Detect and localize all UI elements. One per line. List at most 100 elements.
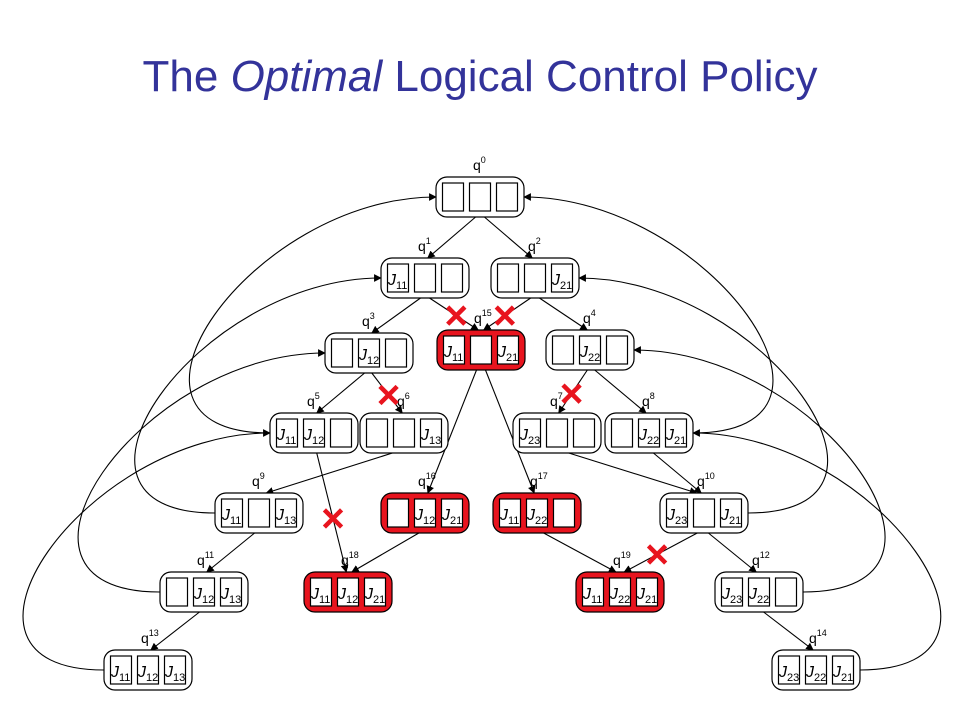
buffer-slot xyxy=(551,335,575,365)
buffer-slot xyxy=(309,577,333,607)
job-label: J21 xyxy=(364,586,385,606)
state-q3: J12 q3 xyxy=(324,311,414,374)
job-label: J12 xyxy=(193,586,214,606)
buffer-slot xyxy=(109,655,133,685)
state-q9: J11 J13 q9 xyxy=(214,471,304,534)
disabled-cross-icon xyxy=(446,305,467,326)
transition-q11-q13 xyxy=(150,611,200,651)
state-label: q8 xyxy=(642,391,655,409)
disabled-cross-icon xyxy=(561,383,582,404)
job-label: J21 xyxy=(832,664,853,684)
title-emphasis: Optimal xyxy=(230,52,383,101)
disabled-cross-icon xyxy=(378,384,399,406)
state-label: q9 xyxy=(252,471,265,489)
state-label: q1 xyxy=(418,236,431,254)
transition-q2-q4 xyxy=(539,297,588,331)
job-label: J11 xyxy=(276,427,296,447)
job-label: J11 xyxy=(387,272,407,292)
job-label: J11 xyxy=(582,586,602,606)
buffer-slot xyxy=(831,655,855,685)
buffer-slot xyxy=(692,498,716,528)
buffer-slot xyxy=(777,655,801,685)
buffer-slot xyxy=(413,498,437,528)
buffer-slot xyxy=(605,335,629,365)
job-label: J12 xyxy=(303,427,324,447)
job-label: J22 xyxy=(748,586,769,606)
buffer-slot xyxy=(219,577,243,607)
job-label: J12 xyxy=(358,347,379,367)
loop-q8-q0 xyxy=(523,193,774,434)
state-q18: J11 J12 J21 q18 xyxy=(303,550,393,613)
job-label: J22 xyxy=(579,344,600,364)
state-label: q11 xyxy=(197,550,214,568)
transition-q0-q1 xyxy=(427,216,476,259)
loop-q12-q4 xyxy=(633,346,886,593)
buffer-slot xyxy=(496,263,520,293)
job-label: J21 xyxy=(665,427,686,447)
state-label: q15 xyxy=(474,308,492,326)
buffer-slot xyxy=(386,263,410,293)
job-label: J12 xyxy=(414,507,435,527)
buffer-slot xyxy=(274,498,298,528)
buffer-slot xyxy=(635,577,659,607)
state-q0: q0 xyxy=(435,155,525,218)
title-prefix: The xyxy=(142,52,231,101)
job-label: J12 xyxy=(137,664,158,684)
state-label: q3 xyxy=(362,311,375,329)
buffer-slot xyxy=(419,418,443,448)
transition-q16-q18 xyxy=(351,532,420,573)
disabled-cross-icon xyxy=(646,544,668,565)
transition-q6-q9 xyxy=(265,452,393,495)
job-label: J11 xyxy=(499,507,519,527)
state-label: q13 xyxy=(141,628,159,646)
job-label: J11 xyxy=(443,344,463,364)
state-label: q0 xyxy=(473,155,486,173)
state-label: q6 xyxy=(397,391,410,409)
state-label: q18 xyxy=(341,550,359,568)
job-label: J11 xyxy=(310,586,330,606)
buffer-slot xyxy=(550,263,574,293)
job-label: J12 xyxy=(337,586,358,606)
transition-q12-q14 xyxy=(763,611,814,651)
job-label: J21 xyxy=(636,586,657,606)
buffer-slot xyxy=(442,335,466,365)
state-label: q14 xyxy=(809,628,827,646)
job-label: J21 xyxy=(441,507,462,527)
state-label: q12 xyxy=(752,550,770,568)
transition-q7-q10 xyxy=(568,452,698,495)
buffer-slot xyxy=(468,182,492,212)
buffer-slot xyxy=(665,498,689,528)
buffer-slot xyxy=(275,418,299,448)
state-q15: J11 J21 q15 xyxy=(436,308,526,371)
job-label: J13 xyxy=(275,507,296,527)
loop-q11-q3 xyxy=(77,349,326,593)
buffer-slot xyxy=(610,418,634,448)
job-label: J22 xyxy=(805,664,826,684)
transition-q9-q11 xyxy=(206,532,255,573)
job-label: J21 xyxy=(497,344,518,364)
buffer-slot xyxy=(664,418,688,448)
buffer-slot xyxy=(495,182,519,212)
buffer-slot xyxy=(608,577,632,607)
buffer-slot xyxy=(498,498,522,528)
job-label: J23 xyxy=(721,586,742,606)
buffer-slot xyxy=(392,418,416,448)
buffer-slot xyxy=(747,577,771,607)
state-label: q10 xyxy=(697,471,715,489)
buffer-slot xyxy=(469,335,493,365)
loop-transitions xyxy=(22,193,942,671)
job-label: J11 xyxy=(221,507,241,527)
buffer-slot xyxy=(163,655,187,685)
transition-q3-q5 xyxy=(316,372,365,414)
buffer-slot xyxy=(545,418,569,448)
buffer-slot xyxy=(720,577,744,607)
buffer-slot xyxy=(552,498,576,528)
